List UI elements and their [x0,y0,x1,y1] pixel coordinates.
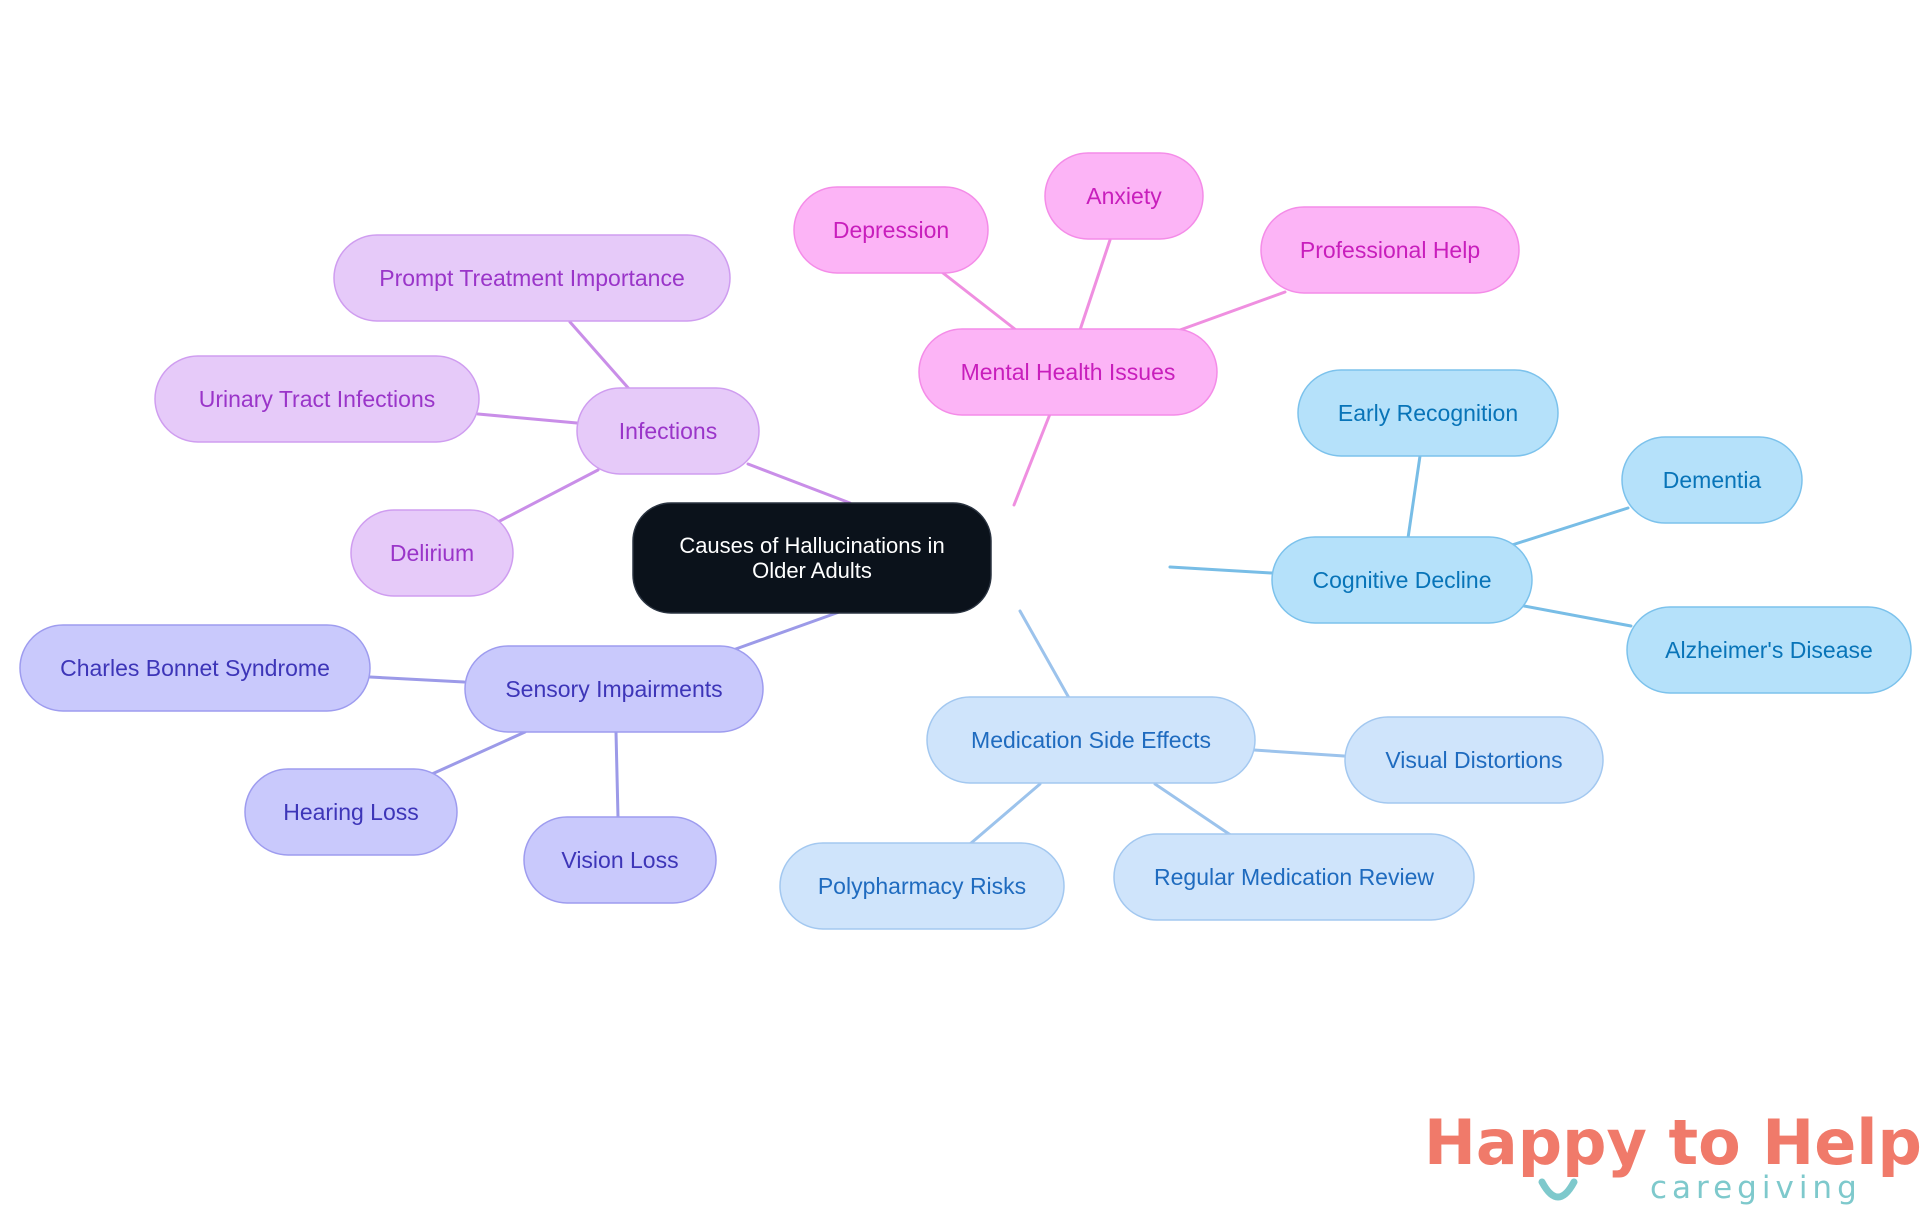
node-visual-distortions: Visual Distortions [1344,716,1604,804]
mind-map-edges [368,238,1633,846]
node-box-infections [576,387,760,475]
node-label-anxiety: Anxiety [1086,183,1162,209]
logo-word-to-help: to Help [1646,1106,1920,1179]
node-dementia: Dementia [1621,436,1803,524]
node-alzheimers: Alzheimer's Disease [1626,606,1912,694]
edge-sensory-impairments [731,609,844,652]
node-label-visual-distortions: Visual Distortions [1385,747,1562,773]
edge-charles-bonnet [368,675,466,684]
node-label-dementia: Dementia [1663,467,1762,493]
node-label-root-line-1: Causes of Hallucinations in [679,533,944,558]
node-delirium: Delirium [350,509,514,597]
edge-early-recognition [1406,454,1422,540]
node-infections: Infections [576,387,760,475]
node-charles-bonnet: Charles Bonnet Syndrome [19,624,371,712]
edge-anxiety [1078,238,1112,332]
node-uti: Urinary Tract Infections [154,355,480,443]
node-label-professional-help: Professional Help [1300,237,1480,263]
node-box-prompt-treatment [333,234,731,322]
edge-uti [476,412,579,425]
node-label-medication-side-effects: Medication Side Effects [971,727,1211,753]
node-early-recognition: Early Recognition [1297,369,1559,457]
node-label-depression: Depression [833,217,949,243]
edge-dementia [1510,506,1630,547]
edge-medication-review [1153,782,1234,838]
node-box-medication-review [1113,833,1475,921]
node-label-charles-bonnet: Charles Bonnet Syndrome [60,655,330,681]
edge-vision-loss [614,730,620,819]
logo-word-happy: Happy [1424,1106,1647,1179]
node-box-delirium [350,509,514,597]
node-box-charles-bonnet [19,624,371,712]
smile-icon [1538,1178,1578,1201]
node-box-hearing-loss [244,768,458,856]
node-label-root-line-2: Older Adults [752,558,872,583]
node-box-sensory-impairments [464,645,764,733]
edge-professional-help [1178,290,1287,332]
node-label-polypharmacy: Polypharmacy Risks [818,873,1026,899]
logo-tagline: caregiving [1650,1170,1862,1206]
node-label-prompt-treatment: Prompt Treatment Importance [379,265,685,291]
node-professional-help: Professional Help [1260,206,1520,294]
node-box-depression [793,186,989,274]
node-box-cognitive-decline [1271,536,1533,624]
node-box-professional-help [1260,206,1520,294]
node-box-uti [154,355,480,443]
node-label-medication-review: Regular Medication Review [1154,864,1434,890]
edge-delirium [494,468,600,525]
node-box-early-recognition [1297,369,1559,457]
node-anxiety: Anxiety [1044,152,1204,240]
node-box-polypharmacy [779,842,1065,930]
node-label-infections: Infections [619,418,717,444]
node-sensory-impairments: Sensory Impairments [464,645,764,733]
node-box-medication-side-effects [926,696,1256,784]
node-box-dementia [1621,436,1803,524]
node-medication-review: Regular Medication Review [1113,833,1475,921]
node-label-hearing-loss: Hearing Loss [283,799,419,825]
node-vision-loss: Vision Loss [523,816,717,904]
node-box-root [632,502,992,614]
logo-wordmark: Happy to Help [1424,1106,1920,1180]
node-prompt-treatment: Prompt Treatment Importance [333,234,731,322]
edge-medication-side-effects [1018,609,1071,700]
edge-infections [746,462,852,505]
node-hearing-loss: Hearing Loss [244,768,458,856]
edge-mental-health [1012,412,1052,507]
node-box-alzheimers [1626,606,1912,694]
node-medication-side-effects: Medication Side Effects [926,696,1256,784]
node-box-mental-health [918,328,1218,416]
node-label-alzheimers: Alzheimer's Disease [1665,637,1873,663]
node-label-sensory-impairments: Sensory Impairments [505,676,722,702]
node-box-anxiety [1044,152,1204,240]
node-label-mental-health: Mental Health Issues [961,359,1176,385]
edge-cognitive-decline [1168,565,1274,575]
company-logo: Happy to Help caregiving [1424,1106,1920,1206]
node-label-vision-loss: Vision Loss [561,847,678,873]
edge-visual-distortions [1252,748,1346,758]
node-box-visual-distortions [1344,716,1604,804]
node-box-vision-loss [523,816,717,904]
node-cognitive-decline: Cognitive Decline [1271,536,1533,624]
node-mental-health: Mental Health Issues [918,328,1218,416]
node-label-delirium: Delirium [390,540,474,566]
node-depression: Depression [793,186,989,274]
node-label-early-recognition: Early Recognition [1338,400,1518,426]
node-label-cognitive-decline: Cognitive Decline [1313,567,1492,593]
node-polypharmacy: Polypharmacy Risks [779,842,1065,930]
edge-prompt-treatment [568,320,632,392]
edge-depression [941,271,1018,332]
edge-polypharmacy [968,782,1042,846]
edge-hearing-loss [430,730,527,776]
edge-alzheimers [1522,604,1633,628]
node-label-uti: Urinary Tract Infections [199,386,435,412]
